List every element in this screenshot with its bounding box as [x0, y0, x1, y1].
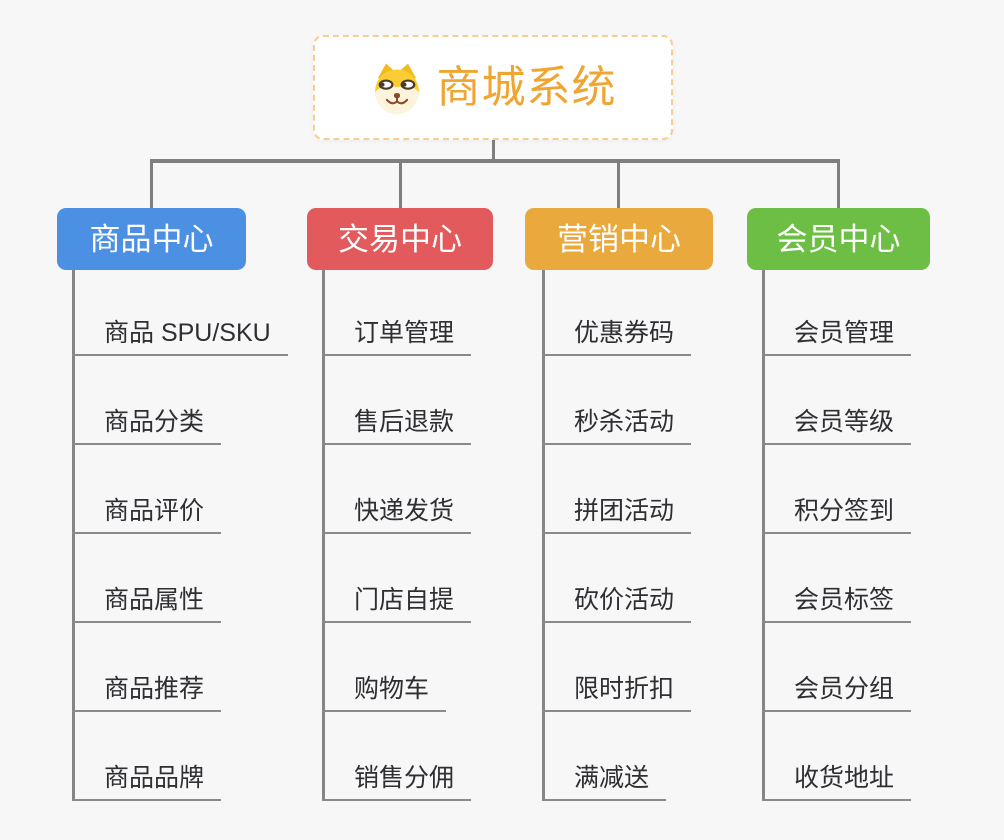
leaf-node[interactable]: 限时折扣	[542, 676, 692, 712]
leaf-node[interactable]: 拼团活动	[542, 498, 692, 534]
leaf-node[interactable]: 商品分类	[72, 409, 222, 445]
leaf-node[interactable]: 砍价活动	[542, 587, 692, 623]
connector-drop-trade	[399, 159, 402, 208]
leaf-node[interactable]: 优惠券码	[542, 320, 692, 356]
leaf-node[interactable]: 售后退款	[322, 409, 472, 445]
leaf-node[interactable]: 销售分佣	[322, 765, 472, 801]
leaf-node[interactable]: 商品属性	[72, 587, 222, 623]
branch-label: 营销中心	[557, 221, 681, 257]
leaf-node[interactable]: 会员管理	[762, 320, 912, 356]
leaf-node[interactable]: 购物车	[322, 676, 447, 712]
leaf-node[interactable]: 收货地址	[762, 765, 912, 801]
connector-horizontal-rail	[150, 159, 839, 163]
connector-drop-member	[837, 159, 840, 208]
spine-marketing	[542, 270, 545, 801]
leaf-node[interactable]: 订单管理	[322, 320, 472, 356]
leaf-node[interactable]: 会员等级	[762, 409, 912, 445]
connector-root-stub	[492, 140, 495, 163]
spine-product	[72, 270, 75, 801]
branch-box-member[interactable]: 会员中心	[747, 208, 930, 270]
root-node[interactable]: 商城系统	[313, 35, 673, 140]
leaf-node[interactable]: 商品品牌	[72, 765, 222, 801]
branch-label: 交易中心	[338, 221, 462, 257]
leaf-node[interactable]: 秒杀活动	[542, 409, 692, 445]
connector-drop-product	[150, 159, 153, 208]
leaf-node[interactable]: 商品 SPU/SKU	[72, 320, 288, 356]
spine-trade	[322, 270, 325, 801]
leaf-node[interactable]: 会员分组	[762, 676, 912, 712]
leaf-node[interactable]: 门店自提	[322, 587, 472, 623]
spine-member	[762, 270, 765, 801]
branch-box-product[interactable]: 商品中心	[57, 208, 246, 270]
leaf-node[interactable]: 快递发货	[322, 498, 472, 534]
connector-drop-marketing	[617, 159, 620, 208]
branch-box-trade[interactable]: 交易中心	[307, 208, 493, 270]
leaf-node[interactable]: 商品评价	[72, 498, 222, 534]
root-title: 商城系统	[436, 62, 617, 112]
leaf-node[interactable]: 商品推荐	[72, 676, 222, 712]
branch-label: 会员中心	[776, 221, 901, 257]
leaf-node[interactable]: 积分签到	[762, 498, 912, 534]
shiba-dog-icon	[374, 63, 419, 114]
branch-box-marketing[interactable]: 营销中心	[525, 208, 713, 270]
leaf-node[interactable]: 会员标签	[762, 587, 912, 623]
leaf-node[interactable]: 满减送	[542, 765, 667, 801]
branch-label: 商品中心	[89, 221, 214, 257]
